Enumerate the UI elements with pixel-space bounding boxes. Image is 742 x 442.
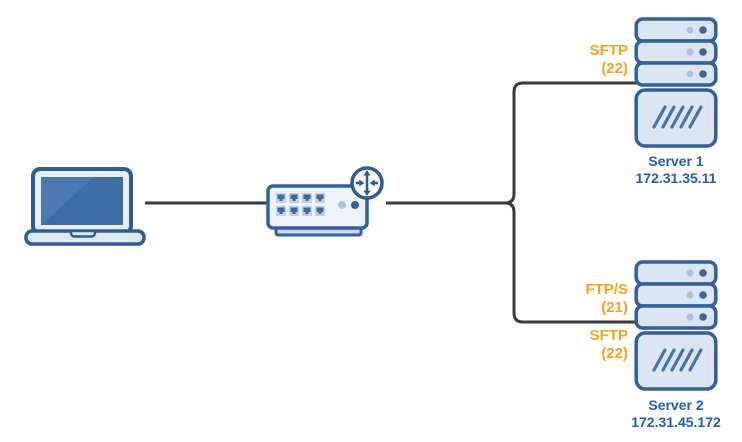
server-vent-slashes <box>652 105 703 129</box>
protocol-name: SFTP <box>589 42 628 59</box>
router-circle-arrows-icon <box>350 166 384 200</box>
switch-ports <box>276 193 325 216</box>
line-junction-to-server2 <box>504 201 637 324</box>
switch-led-dark <box>351 201 359 209</box>
server-vent-slashes <box>652 348 703 372</box>
server-ip: 172.31.45.172 <box>631 414 721 430</box>
protocol-port: (21) <box>601 299 628 316</box>
server1-caption: Server 1 172.31.35.11 <box>609 153 742 187</box>
server1-icon <box>634 17 718 148</box>
line-junction-to-server1 <box>504 81 637 205</box>
protocol-name: FTP/S <box>585 281 628 298</box>
ethernet-switch-icon <box>266 166 384 237</box>
server-ip: 172.31.35.11 <box>635 170 717 186</box>
server1-connection-label: SFTP (22) <box>530 42 628 78</box>
server2-connection-label-above: FTP/S (21) <box>530 281 628 317</box>
server2-connection-label-below: SFTP (22) <box>530 327 628 363</box>
server-name: Server 1 <box>648 153 704 169</box>
protocol-port: (22) <box>601 345 628 362</box>
server2-caption: Server 2 172.31.45.172 <box>609 397 742 431</box>
server2-icon <box>634 260 718 391</box>
server-name: Server 2 <box>648 397 704 413</box>
protocol-port: (22) <box>601 60 628 77</box>
switch-led-light <box>338 201 346 209</box>
laptop-icon <box>24 167 146 246</box>
protocol-name: SFTP <box>589 327 628 344</box>
